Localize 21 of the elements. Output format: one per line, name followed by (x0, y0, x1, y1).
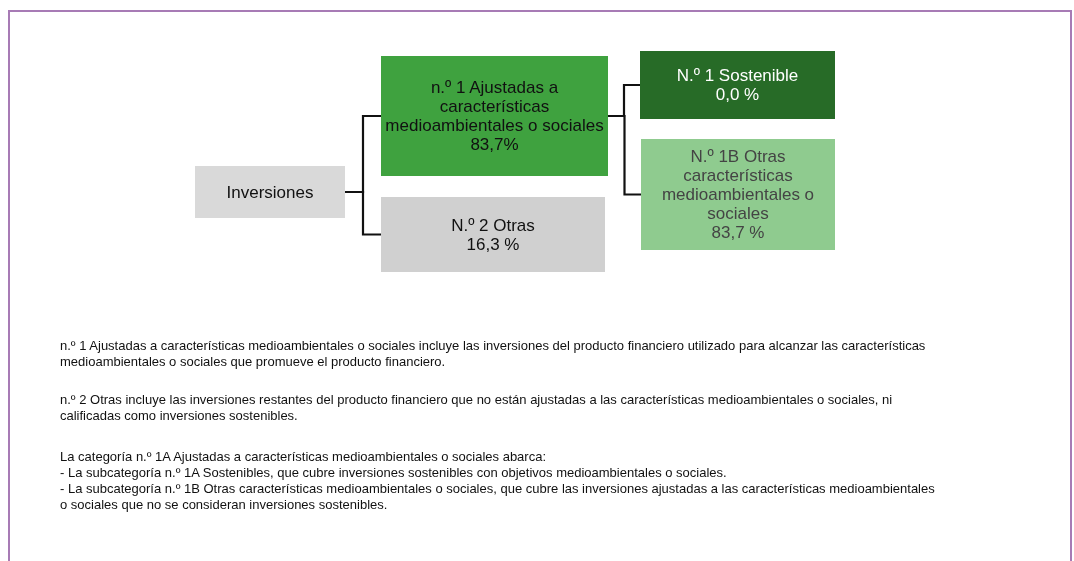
category-label: N.º 1 Sostenible (676, 66, 799, 85)
note-text: - La subcategoría n.º 1B Otras características medioambientales o sociales, que cubre las inversiones ajustadas a las características medioambientales o sociales que no se consideran inversiones sostenibles. (60, 481, 936, 513)
category-box (381, 197, 605, 272)
category-box (195, 166, 345, 218)
note-text: n.º 2 Otras incluye las inversiones restantes del producto financiero que no están ajustadas a las características medioambientales o sociales, ni calificadas como inversiones sostenibles. (60, 392, 894, 424)
note-text: - La subcategoría n.º 1A Sostenibles, que cubre inversiones sostenibles con objetivos medioambientales o sociales. (60, 465, 728, 481)
category-label: n.º 1 Ajustadas a características medioambientales o sociales (385, 78, 604, 135)
connector-line (345, 190, 381, 236)
percentage-value: 0,0 % (715, 85, 760, 104)
category-box (640, 51, 835, 119)
percentage-value: 16,3 % (466, 234, 520, 254)
category-label: Inversiones (226, 182, 314, 202)
category-box (641, 139, 835, 250)
category-label: N.º 2 Otras (451, 215, 535, 235)
percentage-value: 83,7% (470, 135, 519, 154)
connector-line (608, 114, 641, 196)
percentage-value: 83,7 % (711, 223, 765, 242)
category-label: N.º 1B Otras características medioambientales o sociales (660, 147, 816, 223)
note-text: La categoría n.º 1A Ajustadas a características medioambientales o sociales abarca: (60, 449, 548, 465)
category-box (381, 56, 608, 176)
note-text: n.º 1 Ajustadas a características medioambientales o sociales incluye las inversiones del producto financiero utilizado para alcanzar las características medioambientales o sociales que promueve el producto financiero. (60, 338, 927, 370)
